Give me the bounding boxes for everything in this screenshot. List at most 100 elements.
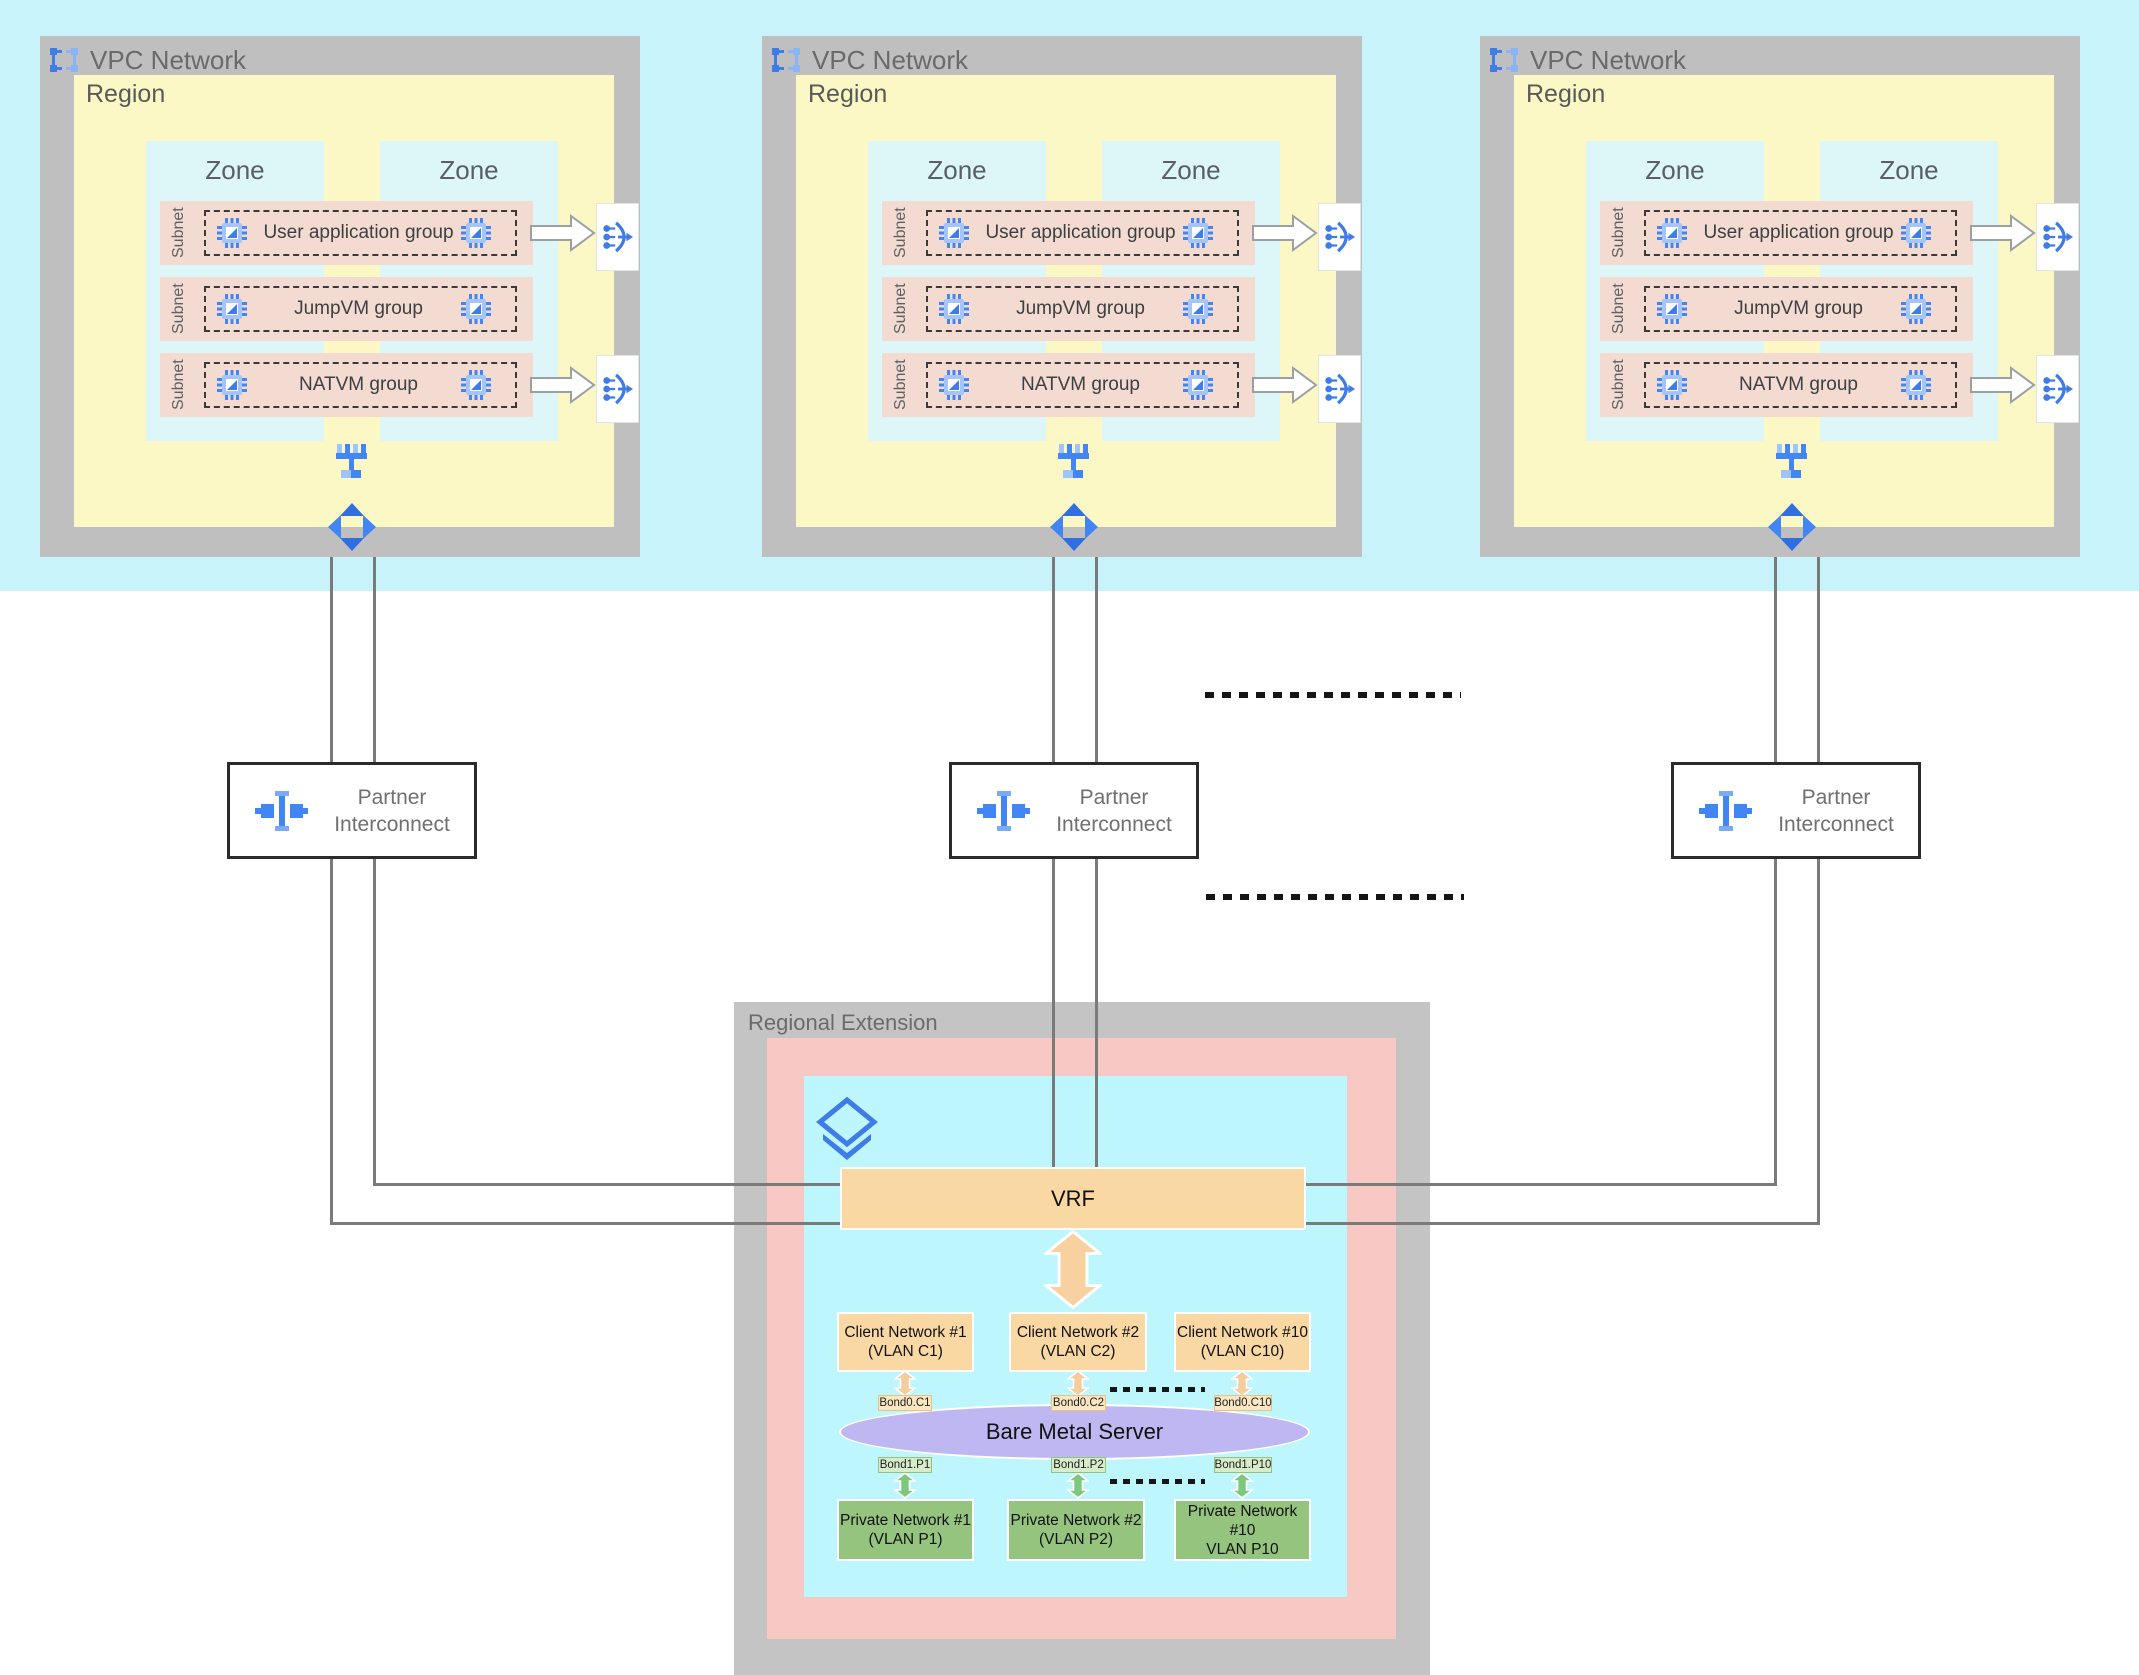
load-balancer-icon	[2042, 372, 2074, 406]
dotted-separator	[1110, 1479, 1205, 1484]
instance-group-outline	[926, 362, 1239, 408]
vm-instance-icon	[1182, 217, 1214, 249]
zone-label: Zone	[927, 155, 987, 185]
vpc-network-title: VPC Network	[90, 45, 247, 75]
vm-instance-icon	[938, 369, 970, 401]
group-label: JumpVM group	[294, 298, 423, 319]
layers-icon	[816, 1096, 878, 1162]
vpc-network-title: VPC Network	[1530, 45, 1687, 75]
region-label: Region	[808, 80, 888, 108]
vpc-network-box: VPC Network Region Zone Zone Subnet User…	[1480, 36, 2080, 557]
connector-line	[373, 545, 376, 762]
connector-line	[373, 1183, 842, 1186]
zone-label: Zone	[1879, 155, 1939, 185]
instance-group-outline	[926, 210, 1239, 256]
instance-group-outline	[1644, 362, 1957, 408]
connector-line	[373, 859, 376, 1185]
bond-label: Bond0.C10	[1214, 1395, 1272, 1411]
up-down-arrow-icon	[1067, 1472, 1089, 1499]
subnet-row: Subnet JumpVM group	[882, 277, 1255, 341]
vm-instance-icon	[216, 217, 248, 249]
vm-instance-icon	[1656, 369, 1688, 401]
flow-arrow-icon	[1970, 214, 2036, 252]
vpc-network-2: VPC Network Region Zone Zone Subnet User…	[762, 36, 1362, 557]
zone-label: Zone	[205, 155, 265, 185]
load-balancer-box	[596, 355, 639, 423]
zone-label: Zone	[1645, 155, 1705, 185]
regional-extension-title: Regional Extension	[748, 1010, 938, 1035]
partner-interconnect-icon	[976, 790, 1030, 832]
network-switch-icon	[334, 444, 370, 482]
connector-line	[1774, 545, 1777, 762]
vm-instance-icon	[1656, 217, 1688, 249]
up-down-arrow-icon	[894, 1472, 916, 1499]
connector-line	[330, 859, 333, 1224]
group-label: User application group	[263, 222, 454, 243]
vm-instance-icon	[938, 217, 970, 249]
partner-interconnect-2: Partner Interconnect	[949, 762, 1199, 859]
group-label: NATVM group	[299, 374, 418, 395]
load-balancer-box	[596, 203, 639, 271]
partner-interconnect-box: Partner Interconnect	[949, 762, 1199, 859]
load-balancer-icon	[1324, 372, 1356, 406]
vpc-network-icon	[1490, 48, 1518, 72]
connector-line	[330, 545, 333, 762]
flow-arrow-icon	[1252, 366, 1318, 404]
load-balancer-icon	[602, 372, 634, 406]
partner-interconnect-box: Partner Interconnect	[227, 762, 477, 859]
partner-interconnect-3: Partner Interconnect	[1671, 762, 1921, 859]
region-label: Region	[86, 80, 166, 108]
subnet-row: Subnet NATVM group	[160, 353, 533, 417]
instance-group-outline	[204, 210, 517, 256]
load-balancer-icon	[602, 220, 634, 254]
vm-instance-icon	[1900, 293, 1932, 325]
group-label: NATVM group	[1739, 374, 1858, 395]
private-network-box: Private Network #1 (VLAN P1)	[837, 1499, 974, 1561]
subnet-label: Subnet	[892, 359, 909, 411]
bond-label: Bond1.P10	[1214, 1457, 1272, 1473]
up-down-arrow-icon	[1231, 1472, 1253, 1499]
region-label: Region	[1526, 80, 1606, 108]
subnet-row: Subnet User application group	[160, 201, 533, 265]
instance-group-outline	[204, 362, 517, 408]
vpc-network-icon	[772, 48, 800, 72]
subnet-row: Subnet NATVM group	[1600, 353, 1973, 417]
network-switch-icon	[1774, 444, 1810, 482]
flow-arrow-icon	[530, 214, 596, 252]
load-balancer-icon	[2042, 220, 2074, 254]
flow-arrow-icon	[1970, 366, 2036, 404]
connector-line	[1305, 1183, 1777, 1186]
zone-label: Zone	[1161, 155, 1221, 185]
vpc-network-3: VPC Network Region Zone Zone Subnet User…	[1480, 36, 2080, 557]
zone-label: Zone	[439, 155, 499, 185]
vm-instance-icon	[1656, 293, 1688, 325]
vpc-network-title: VPC Network	[812, 45, 969, 75]
private-network-box: Private Network #2 (VLAN P2)	[1007, 1499, 1145, 1561]
group-label: User application group	[985, 222, 1176, 243]
partner-interconnect-label: Partner Interconnect	[1056, 786, 1172, 836]
up-down-arrow-icon	[894, 1370, 916, 1397]
vm-instance-icon	[1900, 369, 1932, 401]
dotted-separator	[1206, 894, 1464, 900]
vpc-network-box: VPC Network Region Zone Zone Subnet User…	[762, 36, 1362, 557]
connector-line	[330, 1222, 842, 1225]
connector-line	[1305, 1222, 1820, 1225]
instance-group-outline	[1644, 286, 1957, 332]
flow-arrow-icon	[1252, 214, 1318, 252]
vm-instance-icon	[1182, 293, 1214, 325]
up-down-arrow-icon	[1067, 1370, 1089, 1397]
vm-instance-icon	[216, 293, 248, 325]
subnet-row: Subnet User application group	[1600, 201, 1973, 265]
bond-label: Bond1.P2	[1051, 1457, 1106, 1473]
partner-interconnect-1: Partner Interconnect	[227, 762, 477, 859]
partner-interconnect-icon	[1698, 790, 1752, 832]
bond-label: Bond1.P1	[878, 1457, 932, 1473]
load-balancer-icon	[1324, 220, 1356, 254]
partner-interconnect-label: Partner Interconnect	[1778, 786, 1894, 836]
bond-label: Bond0.C2	[1051, 1395, 1106, 1411]
subnet-label: Subnet	[892, 207, 909, 259]
group-label: NATVM group	[1021, 374, 1140, 395]
vm-instance-icon	[1900, 217, 1932, 249]
move-arrows-icon	[1049, 502, 1099, 552]
